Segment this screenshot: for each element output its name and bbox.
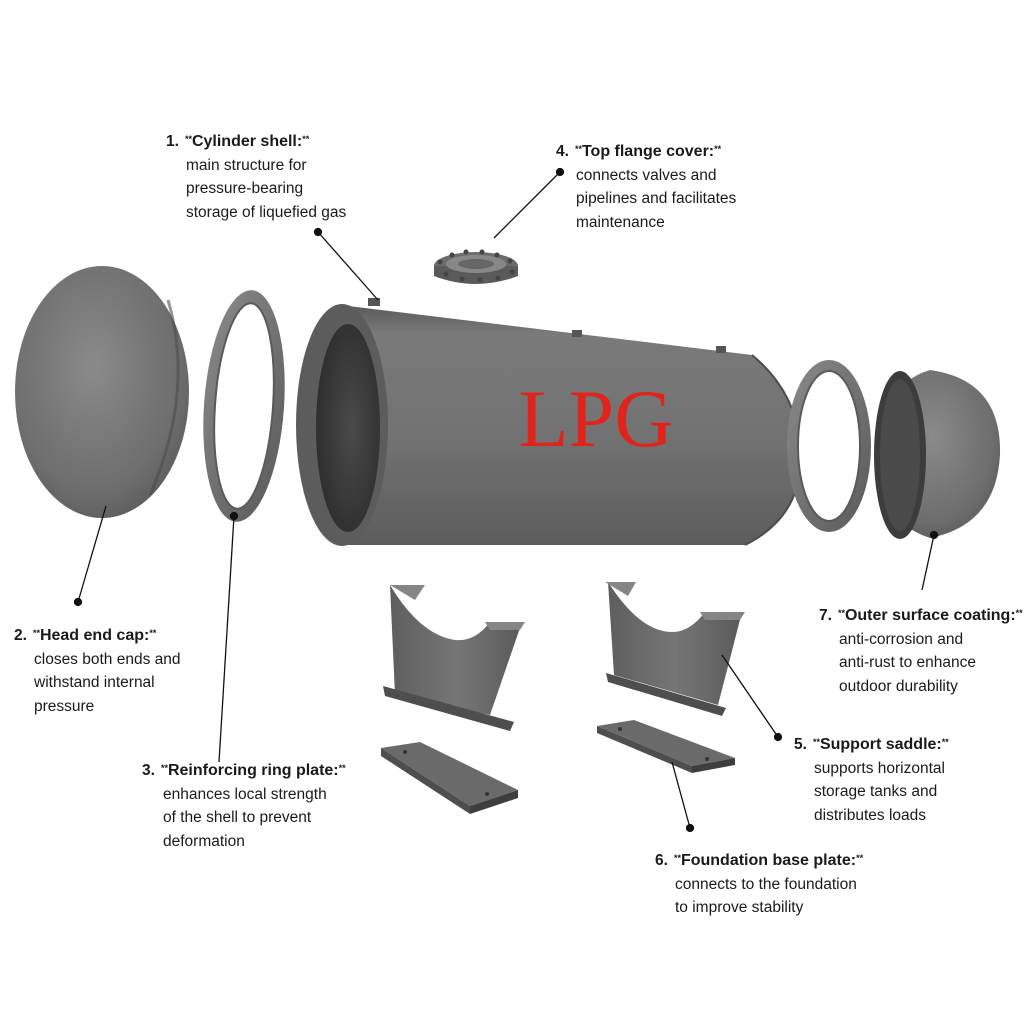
label-foundation-base-plate: 6. **Foundation base plate:** connects to… [655, 847, 863, 920]
label-title: Support saddle: [819, 736, 942, 753]
label-title: Foundation base plate: [680, 852, 857, 869]
markup-close: ** [1015, 608, 1023, 618]
markup-open: ** [184, 134, 192, 144]
reinforcing-ring-left [203, 290, 285, 522]
label-line: pressure-bearing [186, 180, 304, 197]
markup-close: ** [149, 628, 157, 638]
label-line: supports horizontal [814, 759, 945, 777]
label-line: connects to the foundation [675, 875, 857, 893]
label-top-flange-cover: 4. **Top flange cover:** connects valves … [556, 138, 736, 234]
top-flange-cover [434, 249, 518, 284]
label-number: 5. [794, 736, 807, 753]
markup-open: ** [574, 144, 582, 154]
label-line: deformation [163, 832, 245, 850]
label-number: 2. [14, 627, 27, 644]
label-title: Cylinder shell: [191, 133, 303, 150]
label-reinforcing-ring-plate: 3. **Reinforcing ring plate:** enhances l… [142, 757, 346, 853]
foundation-base-plate-left [381, 742, 518, 814]
label-line: main structure for [186, 156, 307, 174]
label-title: Outer surface coating: [844, 607, 1016, 624]
markup-close: ** [338, 763, 346, 773]
label-line: pressure [34, 697, 95, 715]
markup-close: ** [302, 134, 310, 144]
label-line: pipelines and facilitates [576, 190, 737, 207]
label-line: closes both ends and [34, 650, 181, 668]
label-number: 1. [166, 133, 179, 150]
label-title: Head end cap: [39, 627, 150, 644]
label-line: connects valves and [576, 166, 717, 184]
label-cylinder-shell: 1. **Cylinder shell:** main structure for… [166, 128, 346, 224]
label-outer-surface-coating: 7. **Outer surface coating:** anti-corros… [819, 602, 1023, 698]
leader-lines [73, 167, 939, 833]
label-head-end-cap: 2. **Head end cap:** closes both ends and… [14, 622, 181, 718]
label-title: Reinforcing ring plate: [167, 762, 339, 779]
label-number: 3. [142, 762, 155, 779]
label-line: storage of liquefied gas [186, 203, 347, 221]
markup-close: ** [941, 737, 949, 747]
support-saddle-right [605, 582, 745, 716]
markup-open: ** [673, 853, 681, 863]
head-end-cap-right [874, 370, 1001, 539]
label-line: to improve stability [675, 899, 804, 916]
label-line: maintenance [576, 213, 665, 231]
label-line: storage tanks and [814, 783, 938, 800]
reinforcing-ring-right [787, 360, 871, 532]
label-line: anti-corrosion and [839, 630, 964, 648]
markup-open: ** [812, 737, 820, 747]
label-line: enhances local strength [163, 785, 327, 803]
markup-open: ** [160, 763, 168, 773]
label-number: 7. [819, 607, 832, 624]
label-line: anti-rust to enhance [839, 654, 977, 671]
lpg-brand-text: LPG [519, 373, 674, 464]
markup-open: ** [32, 628, 40, 638]
markup-close: ** [856, 853, 864, 863]
label-number: 4. [556, 143, 569, 160]
label-title: Top flange cover: [581, 143, 715, 160]
label-support-saddle: 5. **Support saddle:** supports horizonta… [794, 731, 949, 827]
foundation-base-plate-right [597, 720, 735, 773]
label-number: 6. [655, 852, 668, 869]
markup-open: ** [837, 608, 845, 618]
label-line: of the shell to prevent [163, 809, 312, 826]
label-line: withstand internal [34, 674, 155, 691]
head-end-cap-left [15, 266, 189, 518]
cylinder-shell: LPG [296, 298, 802, 546]
markup-close: ** [714, 144, 722, 154]
label-line: outdoor durability [839, 677, 958, 695]
support-saddle-left [383, 585, 525, 731]
label-line: distributes loads [814, 806, 927, 824]
